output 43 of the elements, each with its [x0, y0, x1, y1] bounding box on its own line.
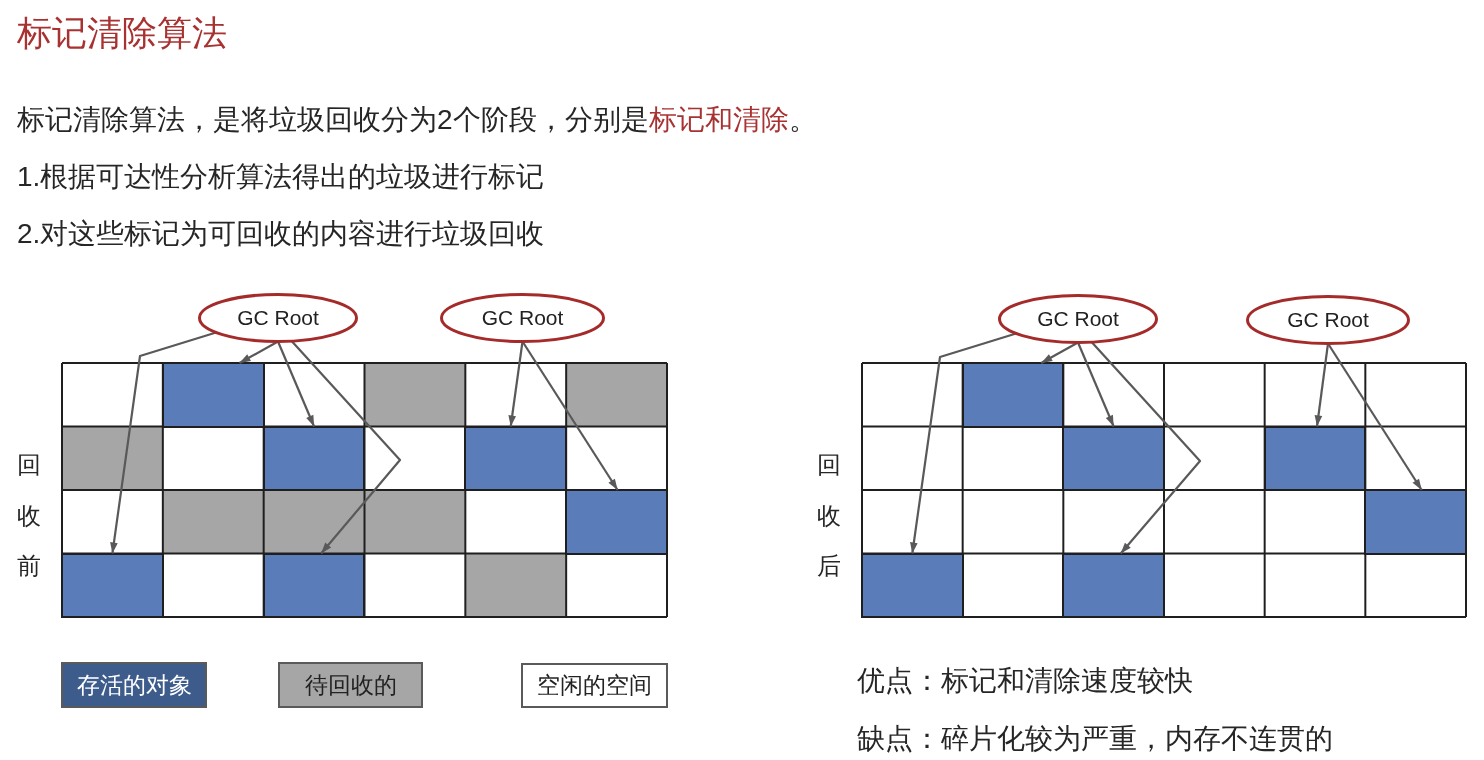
object-block — [262, 552, 366, 618]
step-text: 2.对这些标记为可回收的内容进行垃圾回收 — [17, 217, 545, 251]
object-block — [1062, 425, 1165, 491]
object-block — [61, 552, 164, 618]
arrow — [110, 331, 217, 554]
root-ellipse — [1246, 295, 1410, 345]
object-block — [262, 425, 366, 491]
legend-key: 待回收的 — [278, 662, 423, 708]
page-title: 标记清除算法 — [17, 12, 227, 54]
object-block — [464, 425, 568, 491]
arrow — [521, 340, 619, 491]
object-block — [961, 362, 1065, 428]
arrow — [910, 332, 1017, 554]
side-label: 回收前 — [17, 450, 42, 581]
node-text: GC Root — [237, 306, 319, 330]
object-block — [1364, 489, 1467, 555]
note-text: 优点：标记和清除速度较快 — [857, 664, 1193, 698]
root-ellipse — [998, 294, 1158, 344]
arrow — [1040, 341, 1079, 364]
arrow — [290, 340, 402, 555]
node-text: GC Root — [1037, 307, 1119, 331]
arrow — [238, 340, 279, 364]
arrow — [508, 341, 524, 427]
arrow — [1077, 342, 1115, 427]
node-text: GC Root — [481, 306, 564, 330]
object-block — [161, 362, 265, 428]
side-label: 回收后 — [817, 450, 842, 581]
legend-key: 空闲的空间 — [521, 663, 668, 708]
legend-key: 存活的对象 — [61, 662, 207, 708]
object-block — [565, 489, 668, 555]
arrow — [277, 341, 316, 427]
root-ellipse — [198, 293, 358, 343]
object-block — [1263, 425, 1367, 491]
node-text: GC Root — [1287, 308, 1369, 332]
step-text: 1.根据可达性分析算法得出的垃圾进行标记 — [17, 160, 545, 194]
object-block — [1062, 552, 1165, 618]
arrow — [1314, 343, 1330, 427]
object-block — [861, 552, 964, 618]
arrow — [1090, 341, 1202, 555]
arrow — [1327, 342, 1423, 491]
note-text: 缺点：碎片化较为严重，内存不连贯的 — [857, 722, 1333, 756]
root-ellipse — [440, 293, 605, 343]
body-text: 标记清除算法，是将垃圾回收分为2个阶段，分别是标记和清除。 — [17, 103, 817, 137]
